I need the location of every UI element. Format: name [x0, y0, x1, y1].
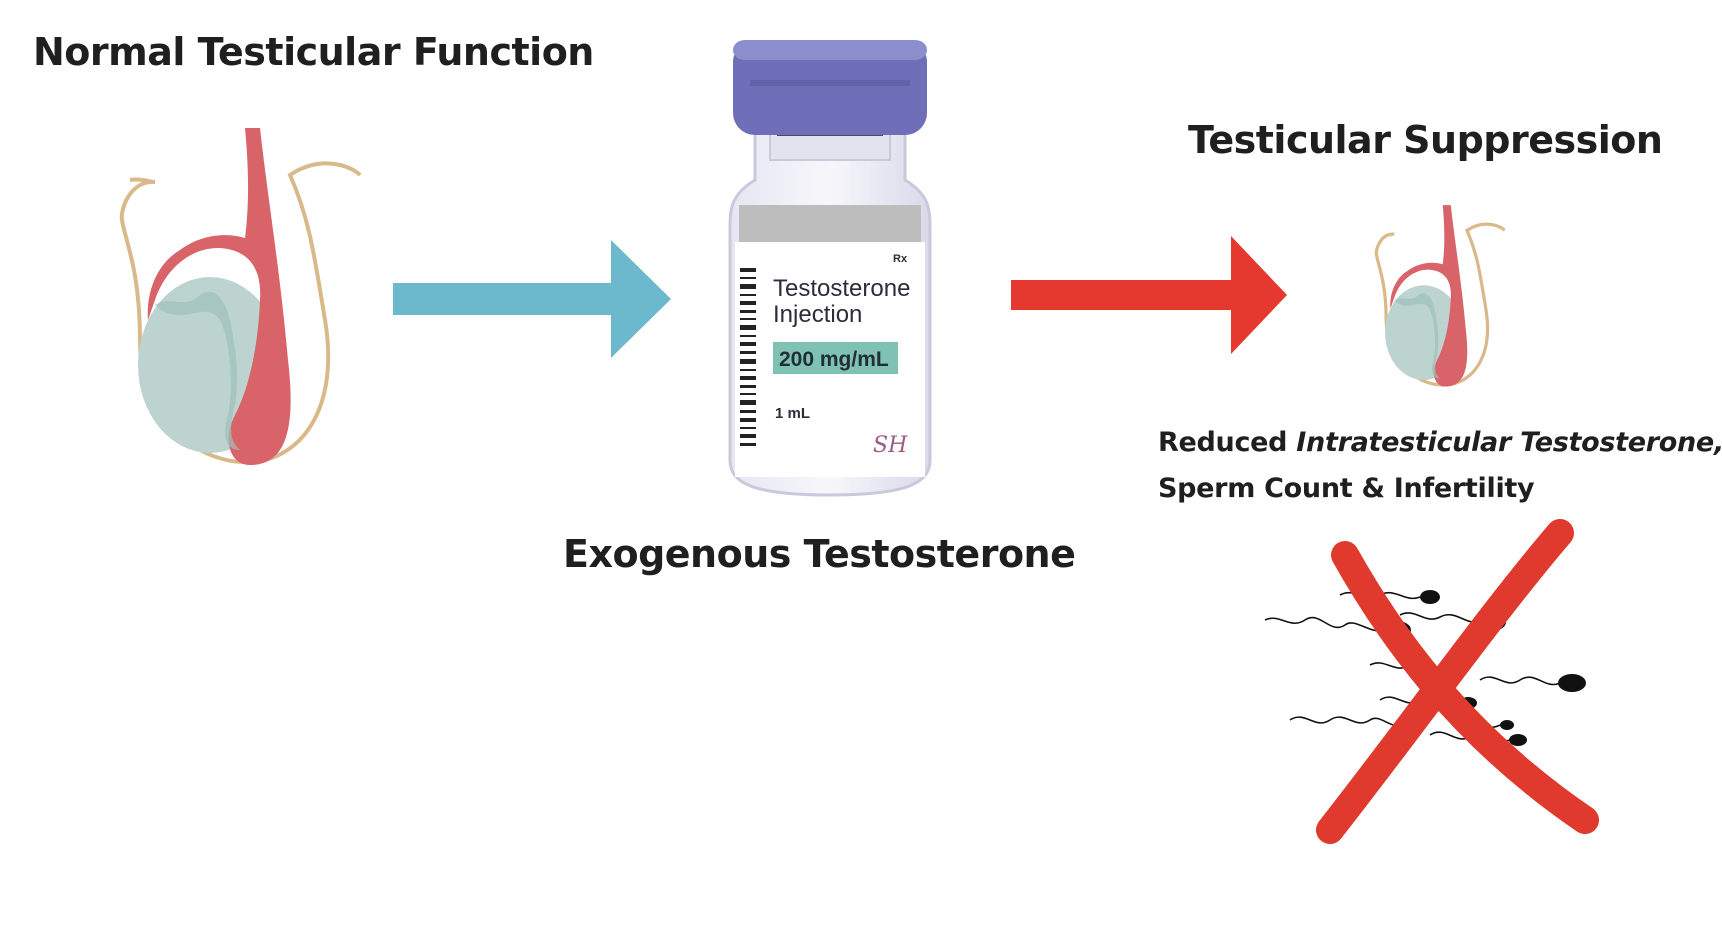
- red-arrow-icon: [1011, 236, 1287, 354]
- normal-function-title: Normal Testicular Function: [33, 30, 594, 74]
- effects-text: Reduced Intratesticular Testosterone, Sp…: [1158, 420, 1722, 512]
- barcode-icon: [740, 268, 756, 446]
- blue-arrow-icon: [393, 240, 671, 358]
- vial-icon: Testosterone Injection Rx 200 mg/mL 1 mL…: [728, 40, 932, 497]
- red-x-icon: [1316, 519, 1599, 844]
- vial-volume: 1 mL: [775, 405, 810, 422]
- effects-line1: Reduced Intratesticular Testosterone,: [1158, 420, 1722, 466]
- small-testis-icon: [1374, 205, 1506, 387]
- suppression-title: Testicular Suppression: [1188, 118, 1663, 162]
- rx-mark: Rx: [893, 253, 908, 265]
- effects-emphasis: Intratesticular Testosterone,: [1296, 427, 1722, 458]
- sperm-icon: [1264, 519, 1599, 844]
- effects-line2: Sperm Count & Infertility: [1158, 473, 1535, 504]
- vial-name-line2: Injection: [773, 301, 862, 328]
- testis-icon: [119, 128, 362, 465]
- brand-mark: SH: [873, 433, 908, 458]
- exogenous-title: Exogenous Testosterone: [563, 532, 1076, 576]
- vial-name-line1: Testosterone: [773, 275, 910, 302]
- vial-strength: 200 mg/mL: [779, 348, 889, 371]
- effects-prefix: Reduced: [1158, 427, 1297, 458]
